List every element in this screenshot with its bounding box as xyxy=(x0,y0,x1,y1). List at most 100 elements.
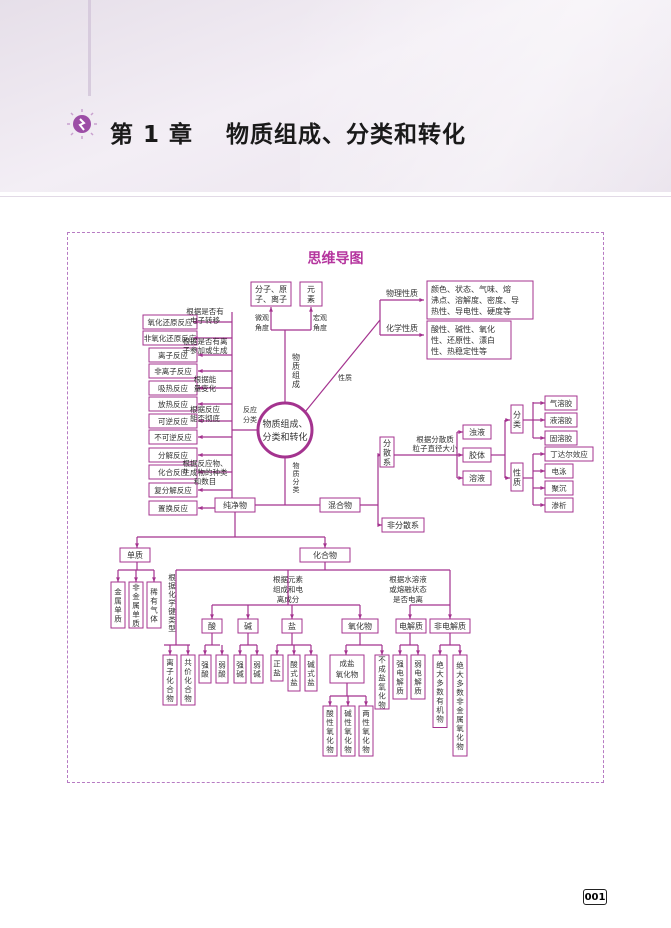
chemical-detail-box xyxy=(426,320,512,360)
ionize-basis: 是否电离 xyxy=(393,594,423,604)
bond-type: 化 xyxy=(166,675,174,685)
reaction-type: 离子反应 xyxy=(158,350,188,360)
base-type: 强 xyxy=(236,661,244,670)
edge-label: 反应 xyxy=(243,405,257,414)
arrow-head xyxy=(398,650,402,655)
center-label: 分类和转化 xyxy=(262,431,307,443)
dispersion-basis: 粒子直径大小 xyxy=(413,443,458,453)
micro-node-box xyxy=(250,281,292,307)
pure-node: 纯净物 xyxy=(223,500,247,510)
bond-type: 共 xyxy=(184,658,192,667)
simple-type: 稀 xyxy=(150,587,158,597)
arrow-head xyxy=(438,650,442,655)
non-electrolyte-type: 数 xyxy=(456,687,464,697)
arrow-head xyxy=(198,435,203,439)
colloid-prop-box xyxy=(544,497,574,513)
reaction-basis: 根据反应物、 xyxy=(183,458,228,468)
reaction-type: 分解反应 xyxy=(158,450,188,460)
acid-node: 酸 xyxy=(208,621,216,631)
divider xyxy=(0,196,671,197)
arrow-head xyxy=(540,503,545,507)
base-type-box xyxy=(233,654,247,684)
arrow-head xyxy=(328,701,332,706)
arrow-head xyxy=(193,336,198,340)
non-electrolyte-type: 绝 xyxy=(456,660,464,670)
oxide-sub-type: 碱 xyxy=(344,709,352,718)
reaction-basis: 根据反应 xyxy=(190,404,220,414)
edge-label: 角度 xyxy=(313,323,327,332)
colloid-type-box xyxy=(544,412,578,428)
oxide-type: 氧 xyxy=(378,682,386,692)
oxide-type: 成 xyxy=(378,664,386,674)
base-type: 碱 xyxy=(253,670,261,679)
colloid-node: 胶体 xyxy=(469,450,485,460)
salt-type: 正 xyxy=(273,660,281,669)
electrolyte-type: 质 xyxy=(396,686,404,696)
macro-node-box xyxy=(299,281,323,307)
reaction-type-box xyxy=(148,380,198,396)
colloid-props-label: 质 xyxy=(513,477,521,487)
arrow-head xyxy=(419,333,424,337)
arrow-head xyxy=(186,650,190,655)
edge-label: 物 xyxy=(292,352,300,362)
non-electrolyte-type: 大 xyxy=(436,668,444,678)
acid-type-box xyxy=(215,654,229,684)
reaction-type: 不可逆反应 xyxy=(154,432,192,442)
oxide-type: 化 xyxy=(378,691,386,701)
reaction-basis: 生成物的种类 xyxy=(183,467,228,477)
arrow-head xyxy=(419,298,424,302)
non-electrolyte-type: 多 xyxy=(456,678,464,688)
lightbulb-icon xyxy=(67,109,97,139)
bond-type: 离 xyxy=(166,657,174,667)
non-electrolyte-type: 绝 xyxy=(436,659,444,669)
electrolyte-type: 强 xyxy=(396,660,404,669)
colloid-type: 气溶胶 xyxy=(550,398,573,408)
reaction-basis: 和数目 xyxy=(194,476,217,486)
salt-type: 式 xyxy=(307,668,315,678)
reaction-type: 非氧化还原反应 xyxy=(144,333,197,343)
simple-type-box xyxy=(110,581,126,629)
bond-type: 物 xyxy=(184,693,192,703)
physical-property-label: 物理性质 xyxy=(386,288,418,298)
non-electrolyte-type: 金 xyxy=(456,705,464,715)
oxide-sub-type: 物 xyxy=(326,744,334,754)
arrow-head xyxy=(134,577,138,582)
oxide-sub-type: 两 xyxy=(362,709,370,718)
colloid-types-label: 分 xyxy=(513,411,521,420)
arrow-head xyxy=(458,650,462,655)
arrow-head xyxy=(198,506,203,510)
non-electrolyte-type: 物 xyxy=(456,741,464,751)
salt-type: 碱 xyxy=(307,660,315,669)
dispersion-node: 系 xyxy=(383,457,391,467)
arrow-head xyxy=(269,307,273,312)
chemical-detail-text: 性、热稳定性等 xyxy=(431,346,487,356)
reaction-type-box xyxy=(148,464,198,480)
mixture-node: 混合物 xyxy=(328,500,352,510)
colloid-prop: 丁达尔效应 xyxy=(550,449,588,459)
simple-type-box xyxy=(146,581,162,629)
reaction-basis: 根据是否有离 xyxy=(183,336,228,346)
colloid-type: 液溶胶 xyxy=(550,415,573,425)
arrow-head xyxy=(540,436,545,440)
simple-type: 体 xyxy=(150,614,158,624)
bond-type: 化 xyxy=(184,675,192,685)
simple-type: 单 xyxy=(114,605,122,615)
bond-basis: 化 xyxy=(168,589,176,599)
electrolyte-type-box xyxy=(410,654,426,700)
dispersion-node: 散 xyxy=(383,447,391,457)
edge-label: 分类 xyxy=(243,415,257,424)
reaction-type: 置换反应 xyxy=(158,503,188,513)
arrow-head xyxy=(255,650,259,655)
simple-type: 属 xyxy=(132,601,140,610)
arrow-head xyxy=(198,419,203,423)
bond-type: 价 xyxy=(184,667,192,676)
acid-type: 酸 xyxy=(218,669,226,679)
bond-type: 物 xyxy=(166,693,174,703)
salt-type-box xyxy=(270,654,284,682)
edge-label: 物 xyxy=(293,461,300,470)
oxide-sub-type-box xyxy=(358,705,374,757)
simple-type-box xyxy=(128,581,144,629)
salt-type: 盐 xyxy=(273,668,281,678)
simple-type: 质 xyxy=(114,614,122,624)
reaction-type: 化合反应 xyxy=(158,467,188,477)
